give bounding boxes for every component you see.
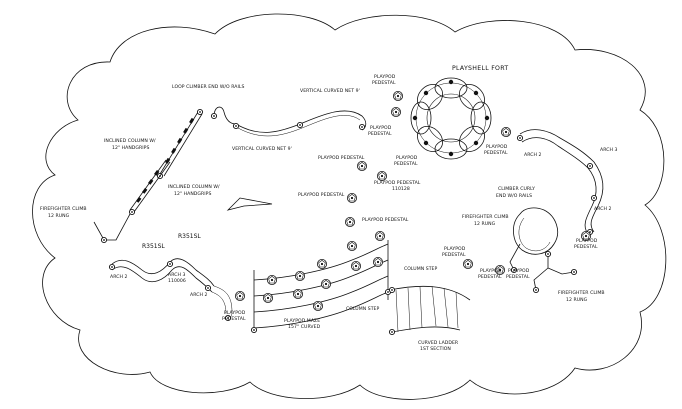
arch-run-right xyxy=(516,129,604,236)
label-playpod-top-2: PEDESTAL xyxy=(372,80,396,86)
label-arch3-right: ARCH 3 xyxy=(600,147,617,153)
label-playpod-center-b-2: PEDESTAL xyxy=(394,161,418,167)
label-climber-curly-1: CLIMBER CURLY xyxy=(498,186,535,192)
label-playpod-right-1: PLAYPOD xyxy=(486,144,508,150)
inclined-column-upper xyxy=(156,108,204,180)
plan-labels: PLAYSHELL FORT LOOP CLIMBER END W/O RAIL… xyxy=(40,65,617,352)
label-playshell-fort: PLAYSHELL FORT xyxy=(452,65,508,72)
label-arch2-left: ARCH 2 xyxy=(110,274,127,280)
label-climber-curly-2: END W/O RAILS xyxy=(496,193,532,199)
label-playpod-center-d: PLAYPOD PEDESTAL xyxy=(298,192,345,198)
label-curved-ladder-2: 1ST SECTION xyxy=(420,346,451,352)
label-loop-climber: LOOP CLIMBER END W/O RAILS xyxy=(172,84,244,90)
firefighter-climb-left xyxy=(93,213,131,244)
label-playpod-top-3: PLAYPOD xyxy=(370,125,392,131)
label-inclined-column-lower-2: 12" HANDGRIPS xyxy=(174,191,211,197)
label-arch2-left-low: ARCH 2 xyxy=(190,292,207,298)
label-firefighter-right-low-1: FIREFIGHTER CLIMB xyxy=(558,290,605,296)
label-column-step-a: COLUMN STEP xyxy=(404,266,438,272)
playshell-fort xyxy=(410,77,492,160)
label-arch2-right-top: ARCH 2 xyxy=(524,152,541,158)
playpod-maze xyxy=(250,230,392,334)
label-playpod-center-b-1: PLAYPOD xyxy=(396,155,418,161)
label-playpod-lr-c-2: PEDESTAL xyxy=(506,274,530,280)
label-playpod-center-c-1: PLAYPOD PEDESTAL xyxy=(374,180,421,186)
label-playpod-left-low-2: PEDESTAL xyxy=(222,316,246,322)
label-inclined-column-upper-2: 12" HANDGRIPS xyxy=(112,145,149,151)
label-r351sl-a: R351SL xyxy=(142,243,165,250)
label-playpod-lr-a-2: PEDESTAL xyxy=(442,252,466,258)
label-arch3-left-1: ARCH 3 xyxy=(168,272,185,278)
label-playpod-center-c-2: 110128 xyxy=(392,186,410,192)
loop-climber xyxy=(210,106,367,137)
arch-run-left xyxy=(108,258,233,322)
label-playpod-lr-b-1: PLAYPOD xyxy=(480,268,502,274)
label-playpod-maze-2: 157° CURVED xyxy=(288,324,321,330)
slide xyxy=(226,197,273,211)
label-firefighter-right-top-1: FIREFIGHTER CLIMB xyxy=(462,214,509,220)
climber-curly xyxy=(509,207,578,294)
label-playpod-lr-a-1: PLAYPOD xyxy=(444,246,466,252)
label-r351sl-b: R351SL xyxy=(178,233,201,240)
label-firefighter-left-2: 12 RUNG xyxy=(48,213,70,219)
label-firefighter-right-low-2: 12 RUNG xyxy=(566,297,588,303)
label-vertical-curved-net-top: VERTICAL CURVED NET 9' xyxy=(300,88,360,94)
label-playpod-far-right-2: PEDESTAL xyxy=(574,244,598,250)
cloud-boundary xyxy=(32,13,667,400)
label-arch2-right-low: ARCH 2 xyxy=(594,206,611,212)
label-inclined-column-lower-1: INCLINED COLUMN W/ xyxy=(168,184,220,190)
label-playpod-lr-c-1: PLAYPOD xyxy=(508,268,530,274)
label-column-step-b: COLUMN STEP xyxy=(346,306,380,312)
label-vertical-curved-net-bottom: VERTICAL CURVED NET 9' xyxy=(232,146,292,152)
inclined-column-lower xyxy=(128,159,171,216)
label-playpod-right-2: PEDESTAL xyxy=(484,150,508,156)
label-playpod-maze-1: PLAYPOD MAZE xyxy=(284,318,320,324)
label-playpod-center-e: PLAYPOD PEDESTAL xyxy=(362,217,409,223)
label-playpod-top-1: PLAYPOD xyxy=(374,74,396,80)
label-playpod-far-right-1: PLAYPOD xyxy=(576,238,598,244)
label-playpod-top-4: PEDESTAL xyxy=(368,131,392,137)
label-firefighter-left-1: FIREFIGHTER CLIMB xyxy=(40,206,87,212)
curved-ladder xyxy=(388,285,471,336)
label-inclined-column-upper-1: INCLINED COLUMN W/ xyxy=(104,138,156,144)
label-playpod-left-low-1: PLAYPOD xyxy=(224,310,246,316)
label-arch3-left-2: 110006 xyxy=(168,278,186,284)
label-playpod-lr-b-2: PEDESTAL xyxy=(478,274,502,280)
label-playpod-center-a: PLAYPOD PEDESTAL xyxy=(318,155,365,161)
label-firefighter-right-top-2: 12 RUNG xyxy=(474,221,496,227)
label-curved-ladder-1: CURVED LADDER xyxy=(418,340,459,346)
